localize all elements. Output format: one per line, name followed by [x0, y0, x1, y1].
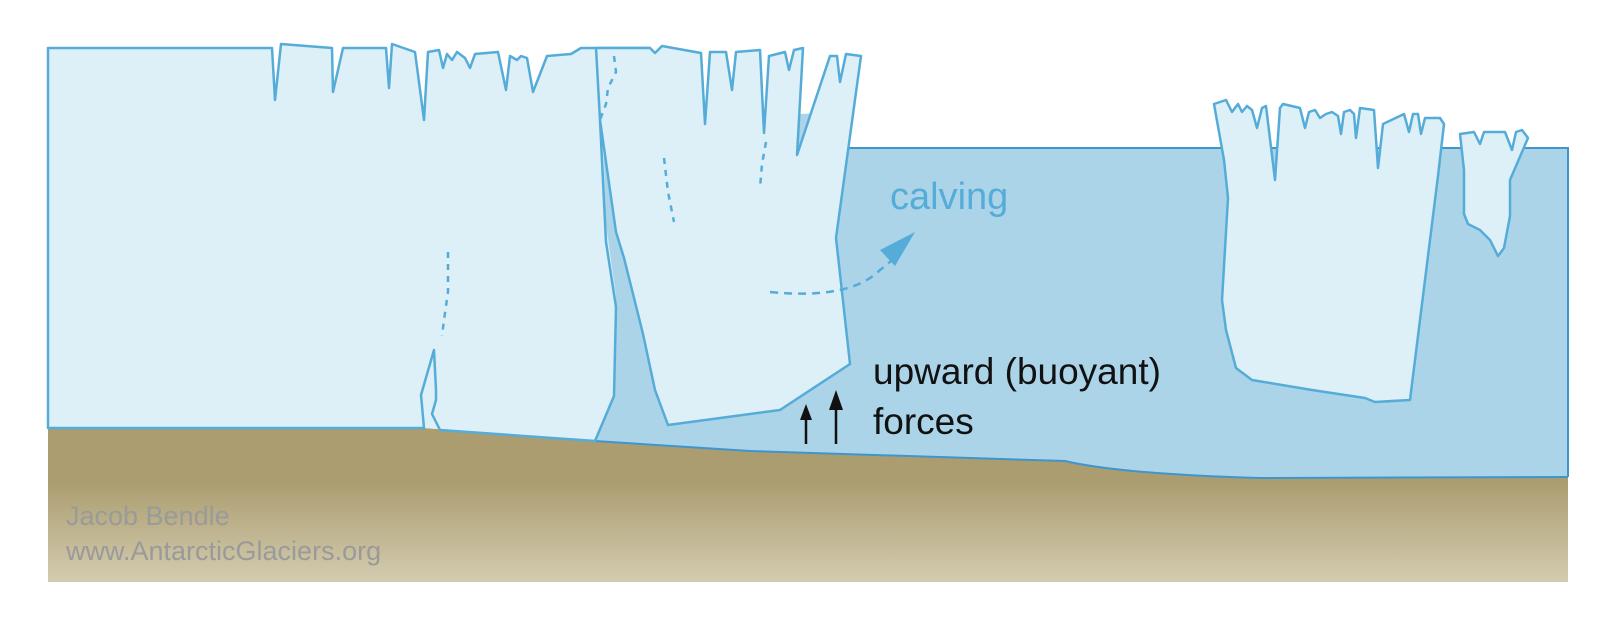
credit-author: Jacob Bendle: [66, 501, 230, 531]
credit-website: www.AntarcticGlaciers.org: [65, 536, 381, 566]
grounded-glacier-body: [48, 44, 650, 441]
iceberg-large: [1214, 100, 1444, 402]
buoyant-forces-label-line2: forces: [873, 401, 974, 442]
calving-label: calving: [890, 176, 1008, 218]
buoyant-forces-label-line1: upward (buoyant): [873, 351, 1161, 392]
